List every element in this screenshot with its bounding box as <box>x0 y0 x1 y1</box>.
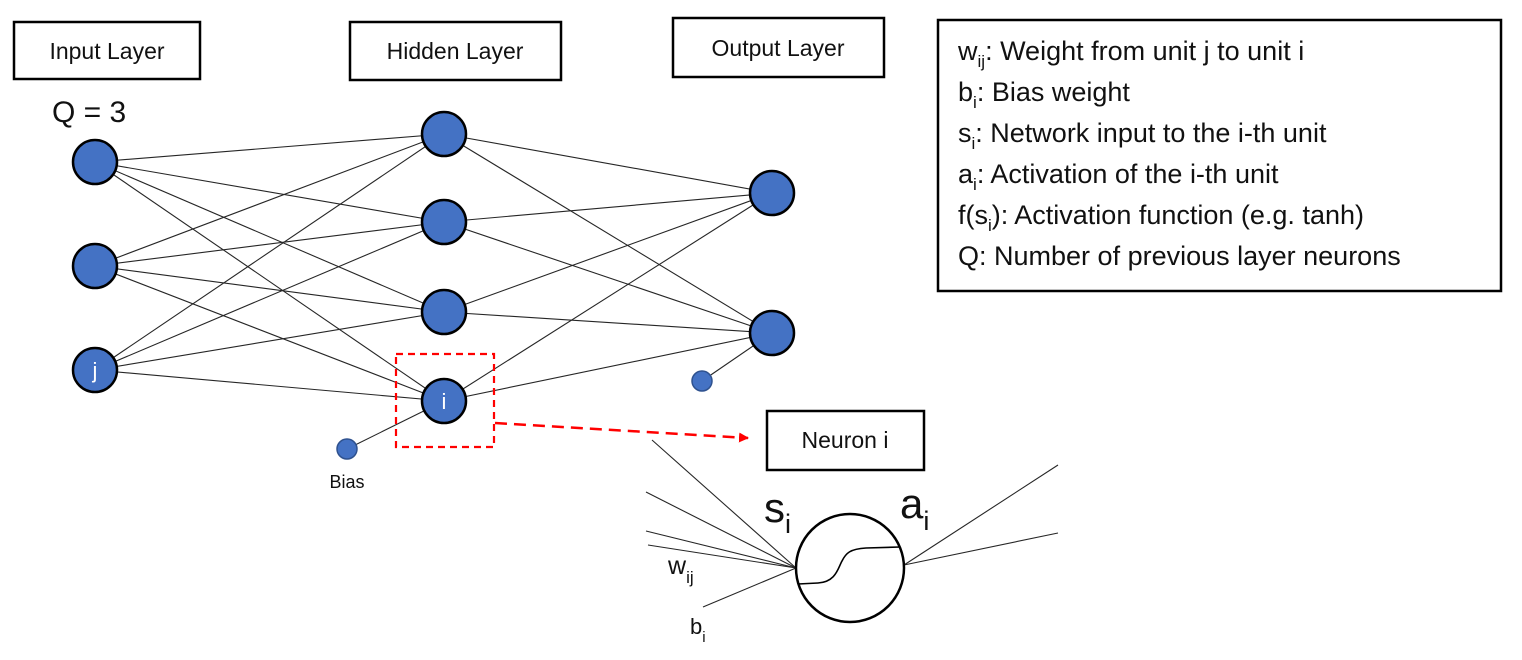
hidden-node-2 <box>420 198 468 246</box>
s-symbol: si <box>764 484 791 539</box>
neuron-i-title: Neuron i <box>765 409 926 472</box>
node-i-label: i <box>442 389 447 414</box>
legend-row: ai: Activation of the i-th unit <box>958 159 1279 194</box>
hidden-layer-label: Hidden Layer <box>387 38 524 64</box>
b-symbol: bi <box>690 614 706 646</box>
zoom-arrow <box>494 421 749 443</box>
input-node-2 <box>71 242 119 290</box>
input-layer-label: Input Layer <box>49 38 164 64</box>
input-layer-title: Input Layer <box>12 20 202 81</box>
legend-row: Q: Number of previous layer neurons <box>958 241 1401 271</box>
hidden-layer-title: Hidden Layer <box>348 20 563 82</box>
output-bias-node <box>691 370 713 392</box>
hidden-node-i <box>420 377 468 425</box>
neuron-i-label: Neuron i <box>802 427 889 453</box>
hidden-node-1 <box>420 110 468 158</box>
input-node-j <box>71 346 119 394</box>
neuron-body <box>794 512 906 624</box>
node-j-label: j <box>92 358 98 383</box>
a-symbol: ai <box>900 480 929 536</box>
bias-label: Bias <box>329 472 364 492</box>
input-hidden-connections <box>94 133 445 402</box>
output-node-2 <box>748 309 796 357</box>
hidden-node-3 <box>420 288 468 336</box>
output-layer-label: Output Layer <box>712 35 845 61</box>
output-layer-title: Output Layer <box>671 16 886 79</box>
hidden-bias-node <box>336 438 358 460</box>
legend-row: f(si): Activation function (e.g. tanh) <box>958 200 1364 235</box>
neuron-detail: si ai wij bi <box>645 439 1059 646</box>
legend-row: bi: Bias weight <box>958 77 1130 112</box>
input-node-1 <box>71 138 119 186</box>
activation-curve <box>797 546 901 585</box>
legend-row: si: Network input to the i-th unit <box>958 118 1327 153</box>
hidden-output-connections <box>443 133 773 402</box>
output-node-1 <box>748 169 796 217</box>
legend-row: wij: Weight from unit j to unit i <box>957 36 1304 71</box>
legend: wij: Weight from unit j to unit i bi: Bia… <box>936 18 1503 293</box>
neuron-highlight-box <box>394 352 496 449</box>
w-symbol: wij <box>667 552 694 587</box>
q-equals-label: Q = 3 <box>52 96 126 129</box>
